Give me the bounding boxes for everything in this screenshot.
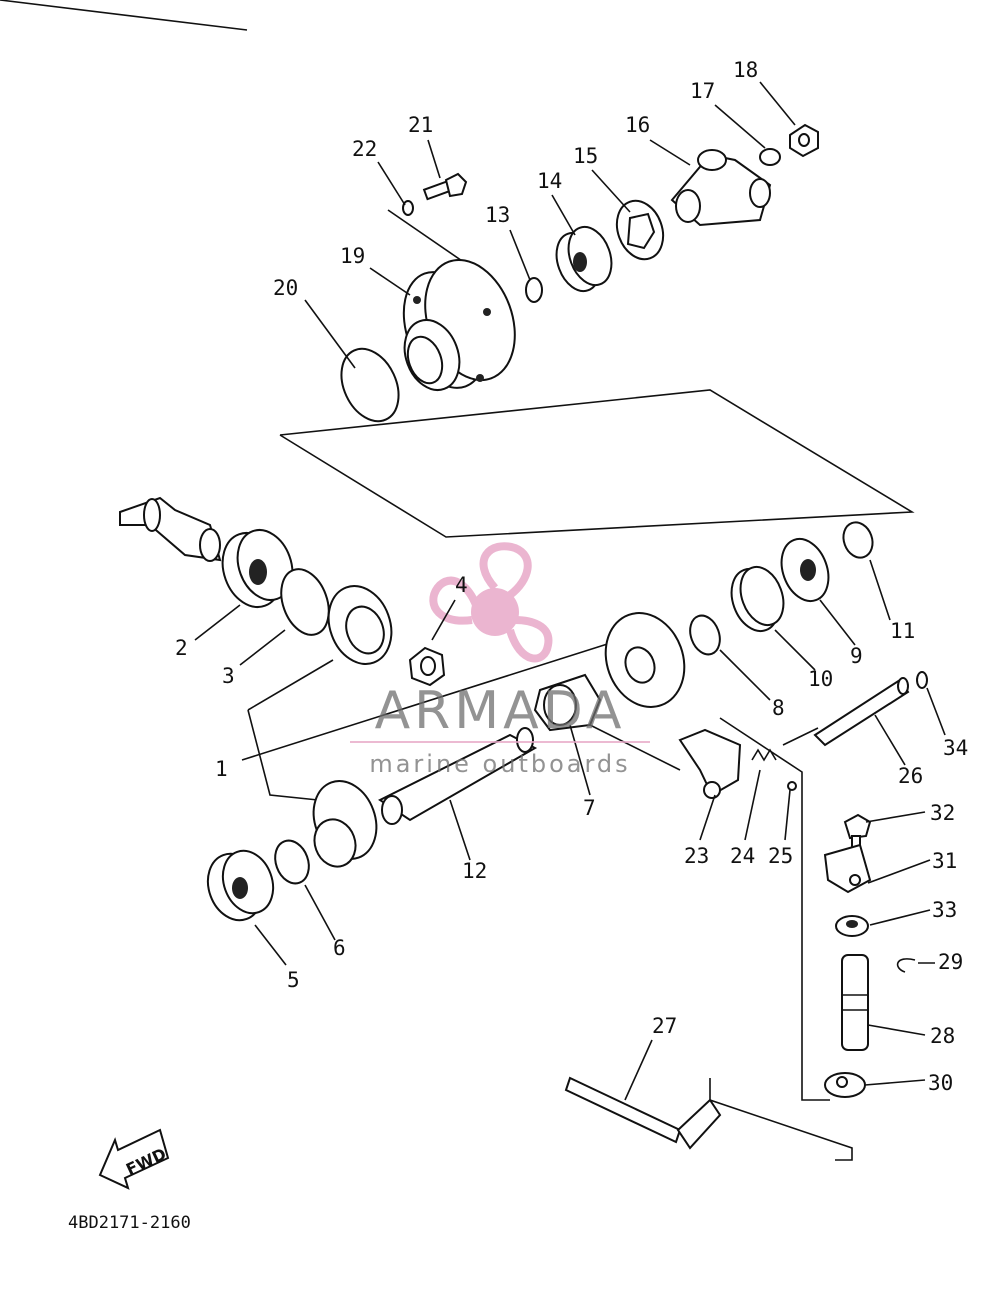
spring-24 xyxy=(751,748,777,762)
gear-reverse xyxy=(604,612,686,708)
callout-29: 29 xyxy=(938,950,963,974)
callout-34: 34 xyxy=(943,736,968,760)
shift-cam-26 xyxy=(813,677,910,747)
bearing-housing-19 xyxy=(402,258,516,391)
bolt-21 xyxy=(422,172,468,201)
plate-31 xyxy=(823,843,872,894)
propeller-shaft xyxy=(119,496,222,562)
lever-16 xyxy=(670,149,772,227)
callout-10: 10 xyxy=(808,667,833,691)
callout-7: 7 xyxy=(583,796,596,820)
callout-8: 8 xyxy=(772,696,785,720)
watermark-brand: ARMADA xyxy=(375,681,626,741)
shim-8 xyxy=(689,614,721,656)
watermark-tagline: marine outboards xyxy=(369,750,630,778)
gear-1 xyxy=(327,585,393,665)
ring-nut-11 xyxy=(842,521,874,559)
shim-3 xyxy=(280,568,330,636)
callout-18: 18 xyxy=(733,58,758,82)
seal-9 xyxy=(780,538,830,602)
clutch-7 xyxy=(533,673,602,732)
shaft-12 xyxy=(378,727,538,825)
callout-28: 28 xyxy=(930,1024,955,1048)
pinion-gear xyxy=(312,780,378,868)
washer-17 xyxy=(759,148,781,166)
leader-lines xyxy=(0,0,946,1101)
callout-3: 3 xyxy=(222,664,235,688)
callout-12: 12 xyxy=(462,859,487,883)
callout-31: 31 xyxy=(932,849,957,873)
callout-30: 30 xyxy=(928,1071,953,1095)
callout-17: 17 xyxy=(690,79,715,103)
callout-13: 13 xyxy=(485,203,510,227)
callout-20: 20 xyxy=(273,276,298,300)
callout-21: 21 xyxy=(408,113,433,137)
shim-6 xyxy=(274,839,310,885)
shift-arm-27 xyxy=(564,1076,722,1150)
shift-fork-23 xyxy=(678,728,742,799)
callout-1: 1 xyxy=(215,757,228,781)
callout-4: 4 xyxy=(455,573,468,597)
callout-22: 22 xyxy=(352,137,377,161)
bearing-5 xyxy=(206,849,275,922)
nut-4 xyxy=(408,646,446,687)
callout-27: 27 xyxy=(652,1014,677,1038)
fwd-arrow-icon: FWD xyxy=(98,1128,170,1190)
ball-25 xyxy=(787,781,797,791)
nut-18 xyxy=(789,123,819,158)
callout-6: 6 xyxy=(333,936,346,960)
callout-15: 15 xyxy=(573,144,598,168)
callout-24: 24 xyxy=(730,844,755,868)
plate-30 xyxy=(824,1072,866,1098)
assembly-lines xyxy=(241,209,915,1161)
callout-26: 26 xyxy=(898,764,923,788)
callout-23: 23 xyxy=(684,844,709,868)
o-ring-20 xyxy=(340,347,400,423)
callout-5: 5 xyxy=(287,968,300,992)
callout-33: 33 xyxy=(932,898,957,922)
bearing-14 xyxy=(555,225,613,293)
callout-16: 16 xyxy=(625,113,650,137)
washer-13 xyxy=(525,277,543,303)
callout-25: 25 xyxy=(768,844,793,868)
drawing-code: 4BD2171-2160 xyxy=(68,1213,191,1233)
callout-9: 9 xyxy=(850,644,863,668)
bushing-33 xyxy=(835,915,869,937)
shift-rod-28 xyxy=(841,954,869,1051)
callout-19: 19 xyxy=(340,244,365,268)
callout-numbers: 1 2 3 4 5 6 7 8 9 10 11 12 13 14 15 16 1… xyxy=(175,58,968,1095)
callout-11: 11 xyxy=(890,619,915,643)
callout-32: 32 xyxy=(930,801,955,825)
circlip-29 xyxy=(896,958,916,973)
collar-15 xyxy=(615,199,665,261)
callout-2: 2 xyxy=(175,636,188,660)
bearing-10 xyxy=(730,565,785,632)
callout-14: 14 xyxy=(537,169,562,193)
oring-34 xyxy=(916,671,928,689)
armada-logo xyxy=(429,542,553,663)
bearing-2 xyxy=(221,529,294,608)
